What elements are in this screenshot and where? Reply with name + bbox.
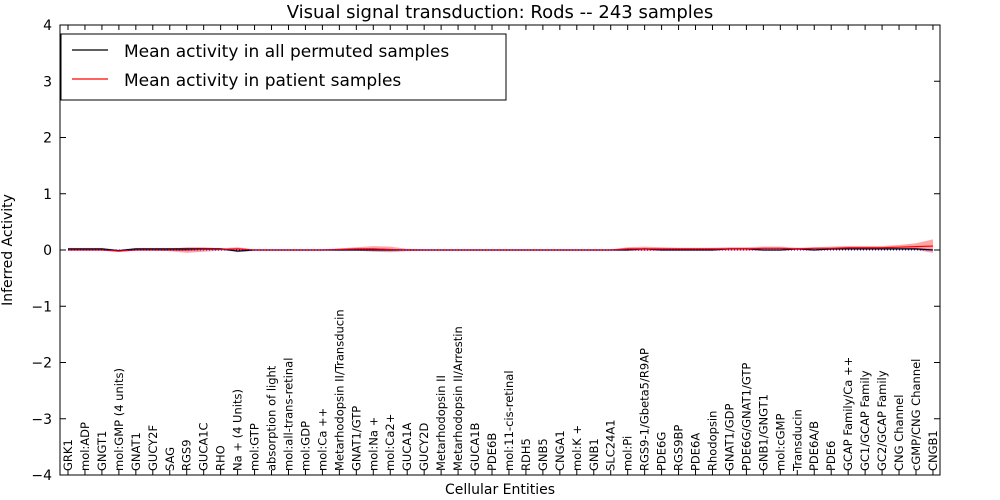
x-tick-label: RDH5 [519, 438, 533, 471]
x-tick-label: mol:Ca2+ [383, 414, 397, 471]
x-tick-label: Metarhodopsin II [434, 375, 448, 471]
x-tick-label: mol:GMP (4 units) [112, 368, 126, 471]
legend-label-patient: Mean activity in patient samples [124, 71, 401, 91]
x-tick-label: PDE6 [824, 441, 838, 471]
y-tick-label: −2 [31, 356, 52, 372]
y-tick-label: −3 [31, 412, 52, 428]
x-tick-label: mol:all-trans-retinal [281, 358, 295, 471]
x-tick-label: SAG [163, 447, 177, 471]
x-tick-label: PDE6G/GNAT1/GTP [739, 363, 753, 471]
x-axis-label: Cellular Entities [445, 482, 555, 498]
x-tick-label: GUCY2F [146, 425, 160, 471]
x-tick-label: PDE6B [485, 433, 499, 471]
x-tick-label: mol:Ca ++ [315, 408, 329, 471]
x-tick-label: mol:ADP [78, 422, 92, 471]
x-tick-label: GNB1/GNGT1 [756, 394, 770, 471]
x-tick-label: Metarhodopsin II/Arrestin [451, 326, 465, 471]
y-tick-label: −1 [31, 299, 52, 315]
legend: Mean activity in all permuted samples Me… [60, 33, 507, 101]
x-tick-label: GUCA1B [468, 422, 482, 471]
x-tick-label: cGMP/CNG Channel [909, 359, 923, 471]
x-tick-label: mol:cGMP [773, 414, 787, 471]
x-tick-label: mol:K + [570, 425, 584, 471]
legend-box [60, 33, 507, 101]
x-tick-label: Na + (4 Units) [231, 389, 245, 471]
y-tick-label: −4 [31, 468, 52, 484]
x-tick-label: GNGT1 [95, 431, 109, 471]
x-tick-label: PDE6A/B [807, 421, 821, 471]
x-tick-label: GC2/GCAP Family [875, 370, 889, 471]
legend-label-permuted: Mean activity in all permuted samples [124, 42, 449, 62]
x-tick-label: mol:11-cis-retinal [502, 370, 516, 471]
x-tick-label: Rhodopsin [705, 411, 719, 471]
x-tick-label: RGS9BP [672, 425, 686, 471]
x-tick-label: mol:GTP [248, 423, 262, 471]
x-tick-label: GCAP Family/Ca ++ [841, 357, 855, 471]
x-tick-label: GC1/GCAP Family [858, 370, 872, 471]
series-bands [68, 239, 933, 253]
y-axis-label: Inferred Activity [0, 194, 16, 306]
x-tick-label: Transducin [790, 409, 804, 472]
x-tick-label: absorption of light [265, 365, 279, 471]
y-axis: 4 3 2 1 0 −1 −2 −3 −4 [31, 18, 940, 484]
chart-title: Visual signal transduction: Rods -- 243 … [287, 2, 714, 23]
x-tick-label: Metarhodopsin II/Transducin [332, 309, 346, 471]
x-tick-label: GUCA1C [197, 422, 211, 471]
x-tick-label: RHO [214, 445, 228, 471]
x-tick-label: SLC24A1 [604, 419, 618, 471]
x-tick-label: GUCY2D [417, 423, 431, 471]
x-tick-label: CNG Channel [892, 395, 906, 471]
y-tick-label: 1 [43, 187, 52, 203]
x-tick-label: RGS9-1/Gbeta5/R9AP [638, 348, 652, 471]
x-tick-label: PDE6A [689, 433, 703, 471]
x-tick-label: mol:Na + [366, 417, 380, 471]
series-lines [68, 245, 933, 252]
x-tick-label: GNB5 [536, 438, 550, 471]
x-tick-label: PDE6G [655, 432, 669, 471]
x-tick-label: CNGA1 [553, 430, 567, 471]
x-tick-label: GNB1 [587, 438, 601, 471]
x-tick-label: GRK1 [61, 439, 75, 471]
y-tick-label: 2 [43, 131, 52, 147]
x-tick-label: GNAT1/GTP [349, 406, 363, 471]
y-tick-label: 4 [43, 18, 52, 34]
y-tick-label: 3 [43, 74, 52, 90]
x-tick-label: GNAT1/GDP [722, 404, 736, 471]
x-tick-label: RGS9 [180, 439, 194, 471]
y-tick-label: 0 [43, 243, 52, 259]
x-tick-label: CNGB1 [926, 430, 940, 471]
x-tick-label: GUCA1A [400, 422, 414, 471]
x-tick-label: mol:Pi [621, 436, 635, 471]
x-tick-label: GNAT1 [129, 432, 143, 471]
x-tick-label: mol:GDP [298, 421, 312, 471]
